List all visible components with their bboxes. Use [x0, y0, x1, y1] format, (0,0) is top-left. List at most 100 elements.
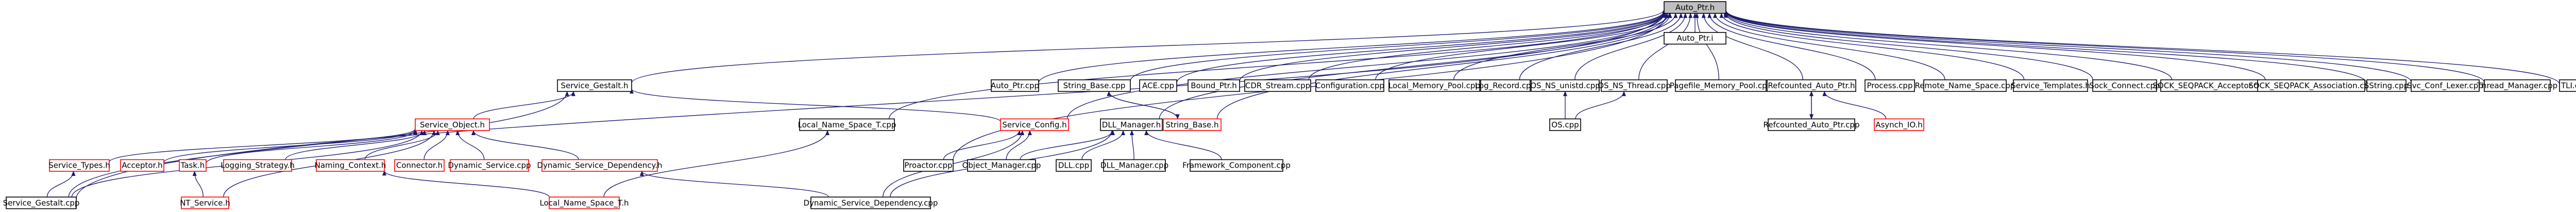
- node-service-templates-h[interactable]: Service_Templates.h: [2011, 79, 2090, 92]
- node-label: OS.cpp: [1551, 120, 1579, 129]
- node-label: Service_Types.h: [48, 161, 110, 171]
- node-auto-ptr-cpp[interactable]: Auto_Ptr.cpp: [991, 79, 1039, 92]
- node-logging-strategy-h[interactable]: Logging_Strategy.h: [221, 159, 295, 172]
- edge-task-h-to-service-object-h: [206, 130, 417, 164]
- node-naming-context-h[interactable]: Naming_Context.h: [315, 159, 386, 172]
- node-box: [415, 118, 490, 131]
- node-box: [810, 197, 931, 209]
- node-dynamic-service-cpp[interactable]: Dynamic_Service.cpp: [448, 159, 531, 172]
- edge-service-config-h-to-service-gestalt-h: [630, 88, 1001, 122]
- edge-os-ns-thread-cpp-to-auto-ptr-h: [1638, 12, 1693, 80]
- edge-nt-service-h-to-task-h: [192, 171, 204, 198]
- node-dynamic-service-dependency-h[interactable]: Dynamic_Service_Dependency.h: [537, 159, 663, 172]
- node-local-name-space-t-cpp[interactable]: Local_Name_Space_T.cpp: [798, 118, 896, 131]
- node-box: [120, 159, 164, 172]
- node-label: OS_NS_unistd.cpp: [1530, 81, 1600, 91]
- node-box: [394, 159, 445, 172]
- edge-string-base-cpp-to-auto-ptr-h: [1130, 11, 1666, 81]
- node-remote-name-space-cpp[interactable]: Remote_Name_Space.cpp: [1915, 79, 2015, 92]
- node-dll-manager-cpp[interactable]: DLL_Manager.cpp: [1100, 159, 1168, 172]
- node-sstring-cpp[interactable]: SString.cpp: [2364, 79, 2409, 92]
- node-pagefile-memory-pool-cpp[interactable]: Pagefile_Memory_Pool.cpp: [1670, 79, 1772, 92]
- node-label: String_Base.cpp: [1063, 81, 1126, 91]
- edge-dynamic-service-dependency-cpp-to-dynamic-service-dependency-h: [639, 171, 829, 198]
- edge-connector-h-to-service-object-h: [423, 130, 450, 160]
- node-dynamic-service-dependency-cpp[interactable]: Dynamic_Service_Dependency.cpp: [804, 197, 938, 209]
- node-string-base-cpp[interactable]: String_Base.cpp: [1058, 79, 1131, 92]
- node-thread-manager-cpp[interactable]: Thread_Manager.cpp: [2477, 79, 2557, 92]
- node-cdr-stream-cpp[interactable]: CDR_Stream.cpp: [1244, 79, 1311, 92]
- node-object-manager-cpp[interactable]: Object_Manager.cpp: [962, 159, 1041, 172]
- node-box: [2411, 79, 2480, 92]
- node-service-object-h[interactable]: Service_Object.h: [415, 118, 490, 131]
- edge-log-record-cpp-to-auto-ptr-h: [1519, 12, 1683, 80]
- node-os-cpp[interactable]: OS.cpp: [1549, 118, 1581, 131]
- node-label: TLI.cpp: [2561, 81, 2576, 90]
- node-dll-manager-h[interactable]: DLL_Manager.h: [1100, 118, 1163, 131]
- node-connector-h[interactable]: Connector.h: [394, 159, 445, 172]
- node-box: [6, 197, 77, 209]
- node-label: Refcounted_Auto_Ptr.cpp: [1764, 120, 1860, 130]
- node-tli-cpp[interactable]: TLI.cpp: [2559, 79, 2576, 92]
- edge-service-gestalt-h-to-auto-ptr-h: [631, 9, 1666, 84]
- node-box: [991, 79, 1039, 92]
- node-process-cpp[interactable]: Process.cpp: [1865, 79, 1915, 92]
- node-box: [1923, 79, 2007, 92]
- node-label: Process.cpp: [1867, 81, 1913, 90]
- node-label: Local_Memory_Pool.cpp: [1388, 81, 1480, 91]
- node-nt-service-h[interactable]: NT_Service.h: [180, 197, 230, 209]
- node-task-h[interactable]: Task.h: [179, 159, 207, 172]
- node-os-ns-thread-cpp[interactable]: OS_NS_Thread.cpp: [1598, 79, 1671, 92]
- node-label: Dynamic_Service_Dependency.h: [537, 161, 662, 171]
- edge-os-ns-unistd-cpp-to-auto-ptr-h: [1574, 12, 1688, 80]
- node-box: [1480, 79, 1531, 92]
- node-acceptor-h[interactable]: Acceptor.h: [120, 159, 164, 172]
- node-service-config-h[interactable]: Service_Config.h: [1000, 118, 1069, 131]
- edge-dll-cpp-to-dll-manager-h: [1081, 130, 1125, 160]
- node-bound-ptr-h[interactable]: Bound_Ptr.h: [1188, 79, 1240, 92]
- node-label: Refcounted_Auto_Ptr.h: [1768, 81, 1855, 91]
- node-label: Pagefile_Memory_Pool.cpp: [1670, 81, 1772, 91]
- edge-thread-manager-cpp-to-auto-ptr-h: [1724, 10, 2485, 83]
- node-proactor-cpp[interactable]: Proactor.cpp: [903, 159, 954, 172]
- node-log-record-cpp[interactable]: Log_Record.cpp: [1475, 79, 1536, 92]
- edge-service-gestalt-cpp-to-auto-ptr-h: [76, 10, 1666, 199]
- edge-os-cpp-to-os-ns-thread-cpp: [1575, 91, 1626, 119]
- node-box: [549, 197, 620, 209]
- node-label: Service_Config.h: [1002, 120, 1066, 130]
- node-os-ns-unistd-cpp[interactable]: OS_NS_unistd.cpp: [1530, 79, 1600, 92]
- node-local-memory-pool-cpp[interactable]: Local_Memory_Pool.cpp: [1388, 79, 1480, 92]
- node-sock-seqpack-association-cpp[interactable]: SOCK_SEQPACK_Association.cpp: [2248, 79, 2374, 92]
- edge-local-name-space-t-h-to-naming-context-h: [382, 170, 550, 198]
- node-box: [1139, 79, 1177, 92]
- edge-local-memory-pool-cpp-to-auto-ptr-h: [1453, 12, 1678, 80]
- node-label: Remote_Name_Space.cpp: [1915, 81, 2015, 91]
- node-string-base-h[interactable]: String_Base.h: [1163, 118, 1222, 131]
- node-label: SString.cpp: [2364, 81, 2409, 90]
- edge-proactor-cpp-to-service-config-h: [943, 130, 1022, 160]
- edge-logging-strategy-h-to-service-object-h: [285, 130, 427, 160]
- node-box: [1388, 79, 1480, 92]
- node-local-name-space-t-h[interactable]: Local_Name_Space_T.h: [540, 197, 629, 209]
- node-service-gestalt-cpp[interactable]: Service_Gestalt.cpp: [3, 197, 80, 209]
- edge-dynamic-service-cpp-to-service-object-h: [455, 130, 485, 160]
- node-service-types-h[interactable]: Service_Types.h: [48, 159, 110, 172]
- node-label: String_Base.h: [1165, 120, 1218, 130]
- node-label: Log_Record.cpp: [1475, 81, 1536, 91]
- node-label: Logging_Strategy.h: [221, 161, 294, 171]
- node-refcounted-auto-ptr-cpp[interactable]: Refcounted_Auto_Ptr.cpp: [1764, 118, 1860, 131]
- node-label: Local_Name_Space_T.h: [540, 198, 629, 208]
- node-dll-cpp[interactable]: DLL.cpp: [1056, 159, 1092, 172]
- node-configuration-cpp[interactable]: Configuration.cpp: [1315, 79, 1384, 92]
- node-svc-conf-lexer-cpp[interactable]: Svc_Conf_Lexer.cpp: [2407, 79, 2483, 92]
- node-asynch-io-h[interactable]: Asynch_IO.h: [1874, 118, 1924, 131]
- node-ace-cpp[interactable]: ACE.cpp: [1139, 79, 1177, 92]
- node-framework-component-cpp[interactable]: Framework_Component.cpp: [1182, 159, 1291, 172]
- node-refcounted-auto-ptr-h[interactable]: Refcounted_Auto_Ptr.h: [1767, 79, 1856, 92]
- node-sock-connect-cpp[interactable]: Sock_Connect.cpp: [2089, 79, 2160, 92]
- node-service-gestalt-h[interactable]: Service_Gestalt.h: [557, 79, 632, 92]
- node-box: [1190, 159, 1283, 172]
- node-label: Proactor.cpp: [904, 161, 952, 170]
- node-auto-ptr-i[interactable]: Auto_Ptr.i: [1664, 32, 1726, 45]
